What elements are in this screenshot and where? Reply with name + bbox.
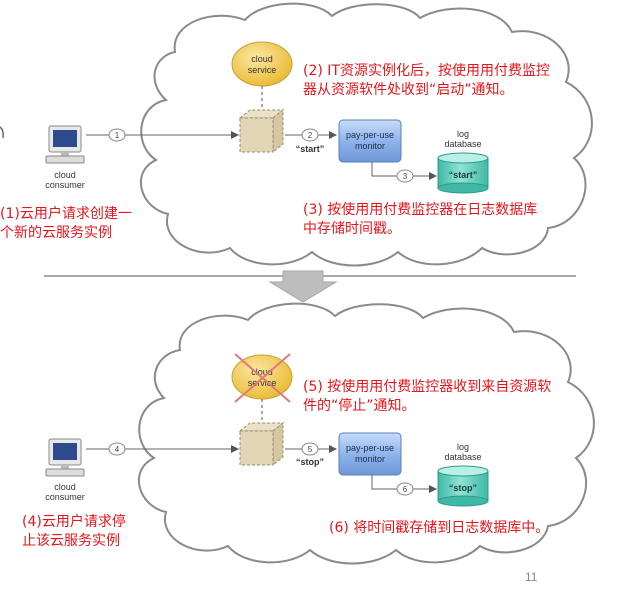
log-database-label-top-2: database xyxy=(444,139,481,149)
svg-text:pay-per-use: pay-per-use xyxy=(346,130,394,140)
note-step-5: (5) 按使用用付费监控器收到来自资源软 件的“停止”通知。 xyxy=(303,378,593,416)
arrow-step-6 xyxy=(371,475,437,493)
log-database-bottom: “stop” xyxy=(437,465,489,507)
log-database-label-top: log xyxy=(457,129,469,139)
svg-text:5: 5 xyxy=(308,445,313,454)
note-step-3: (3) 按使用用付费监控器在日志数据库 中存储时间戳。 xyxy=(303,201,573,239)
svg-text:cloud: cloud xyxy=(251,367,273,377)
step-badge-5 xyxy=(301,442,319,456)
svg-text:4: 4 xyxy=(115,445,120,454)
note-step-5-line-2: 件的“停止”通知。 xyxy=(303,398,416,414)
svg-text:“stop”: “stop” xyxy=(449,483,477,493)
svg-text:service: service xyxy=(248,65,277,75)
svg-text:6: 6 xyxy=(403,485,408,494)
step-badge-2 xyxy=(301,128,319,142)
message-start: “start” xyxy=(296,144,325,154)
note-step-1: (1)云用户请求创建一 个新的云服务实例 xyxy=(0,205,170,243)
svg-text:service: service xyxy=(248,378,277,388)
svg-text:pay-per-use: pay-per-use xyxy=(346,443,394,453)
removed-cross-icon xyxy=(234,353,291,403)
transition-arrow xyxy=(268,270,338,303)
cloud-consumer-label-bottom: cloud xyxy=(54,482,76,492)
step-badge-3 xyxy=(396,169,414,183)
svg-text:1: 1 xyxy=(115,131,120,140)
note-step-4-line-2: 止该云服务实例 xyxy=(22,533,120,549)
pay-per-use-monitor-bottom: pay-per-use monitor xyxy=(338,432,402,476)
svg-text:“start”: “start” xyxy=(449,170,478,180)
note-step-3-line-1: (3) 按使用用付费监控器在日志数据库 xyxy=(303,202,538,218)
step-badge-1 xyxy=(108,128,126,142)
log-database-top: “start” xyxy=(437,152,489,194)
cloud-service-top: cloud service xyxy=(231,41,293,87)
computer-icon-top xyxy=(45,125,85,164)
svg-text:monitor: monitor xyxy=(355,141,385,151)
log-database-label-bottom: log xyxy=(457,442,469,452)
arrow-step-3 xyxy=(371,162,437,180)
ready-made-environment-top xyxy=(238,108,285,154)
cloud-consumer-label-top-2: consumer xyxy=(45,180,85,190)
note-step-1-line-2: 个新的云服务实例 xyxy=(0,225,112,241)
svg-text:cloud: cloud xyxy=(251,54,273,64)
cloud-consumer-label-bottom-2: consumer xyxy=(45,492,85,502)
bottom-panel: cloud service cloud consumer 4 xyxy=(45,302,595,565)
note-step-2-line-1: (2) IT资源实例化后，按使用用付费监控 xyxy=(303,63,550,79)
svg-text:2: 2 xyxy=(308,131,313,140)
cloud-consumer-label-top: cloud xyxy=(54,170,76,180)
note-step-5-line-1: (5) 按使用用付费监控器收到来自资源软 xyxy=(303,379,552,395)
page-number: 11 xyxy=(525,570,538,584)
note-step-2-line-2: 器从资源软件处收到“启动”通知。 xyxy=(303,82,514,98)
note-step-1-line-1: (1)云用户请求创建一 xyxy=(0,206,132,222)
note-step-6-line-1: (6) 将时间戳存储到日志数据库中。 xyxy=(329,520,550,536)
note-step-3-line-2: 中存储时间戳。 xyxy=(303,221,401,237)
note-step-2: (2) IT资源实例化后，按使用用付费监控 器从资源软件处收到“启动”通知。 xyxy=(303,62,593,100)
log-database-label-bottom-2: database xyxy=(444,452,481,462)
step-badge-4 xyxy=(108,442,126,456)
note-step-4-line-1: (4)云用户请求停 xyxy=(22,514,126,530)
top-panel: cloud service cloud consumer 1 2 “start” xyxy=(45,2,593,267)
svg-text:3: 3 xyxy=(403,172,408,181)
note-step-6: (6) 将时间戳存储到日志数据库中。 xyxy=(329,519,599,538)
edge-fragment xyxy=(0,126,4,139)
pay-per-use-monitor-top: pay-per-use monitor xyxy=(338,119,402,163)
message-stop: “stop” xyxy=(296,457,324,467)
ready-made-environment-bottom xyxy=(238,421,285,467)
step-badge-6 xyxy=(396,482,414,496)
svg-text:monitor: monitor xyxy=(355,454,385,464)
computer-icon-bottom xyxy=(45,438,85,477)
note-step-4: (4)云用户请求停 止该云服务实例 xyxy=(22,513,172,551)
